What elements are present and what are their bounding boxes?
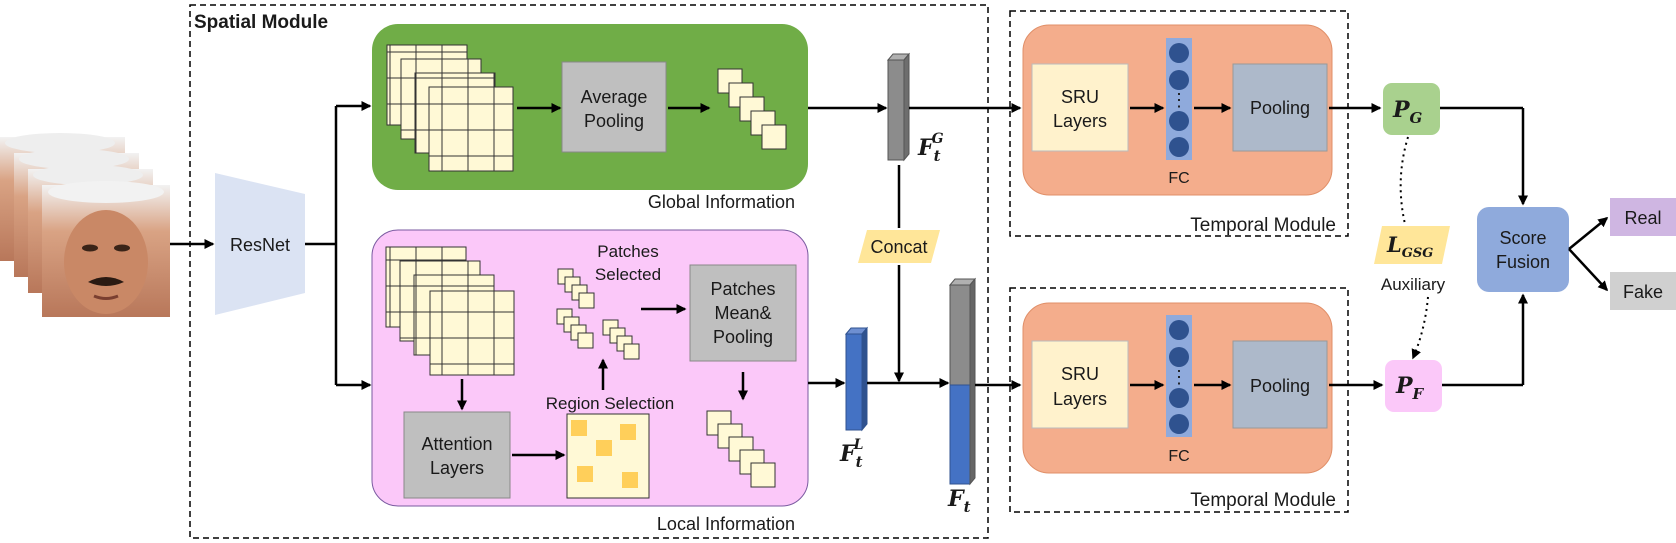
resnet-label: ResNet xyxy=(230,235,290,255)
feature-map-stack xyxy=(386,44,514,172)
fake-box xyxy=(1610,272,1676,310)
face xyxy=(64,210,148,314)
region-selection-label: Region Selection xyxy=(546,394,675,413)
attention-map xyxy=(566,413,650,499)
sru-layers-box-bottom xyxy=(1031,340,1129,429)
pooling-label-bottom: Pooling xyxy=(1250,376,1310,396)
auxiliary-label: Auxiliary xyxy=(1381,275,1446,294)
score-fusion-label-2: Fusion xyxy=(1496,252,1550,272)
pooled-patches-stack xyxy=(706,410,776,488)
video-frame xyxy=(42,181,170,317)
score-fusion-box xyxy=(1477,207,1569,292)
fc-layer-top: ⋮ xyxy=(1166,38,1192,160)
temporal-module-bottom-title: Temporal Module xyxy=(1190,490,1336,511)
global-feature-bar xyxy=(886,52,911,162)
sru-layers-label-bottom: SRU xyxy=(1061,364,1099,384)
patches-mean-pooling-label: Patches xyxy=(710,279,775,299)
concat-label: Concat xyxy=(870,237,927,257)
patches-mean-pooling-label-3: Pooling xyxy=(713,327,773,347)
pg-box xyxy=(1383,83,1440,135)
svg-text:⋮: ⋮ xyxy=(1170,90,1188,110)
pg-label: PG xyxy=(1392,97,1423,127)
global-information-caption: Global Information xyxy=(648,192,795,212)
global-feature-label: FtG xyxy=(917,131,944,165)
connectors xyxy=(170,101,1609,460)
pooled-feature-stack xyxy=(717,68,787,150)
patches-mean-pooling-label-2: Mean& xyxy=(714,303,771,323)
fc-layer-bottom: ⋮ xyxy=(1166,315,1192,437)
real-box xyxy=(1610,198,1676,236)
patches-selected-label-2: Selected xyxy=(595,265,661,284)
average-pooling-label-2: Pooling xyxy=(584,111,644,131)
selected-patches xyxy=(556,268,640,360)
pf-box xyxy=(1385,360,1442,412)
local-information-caption: Local Information xyxy=(657,514,795,534)
sru-layers-label-top-2: Layers xyxy=(1053,111,1107,131)
patches-selected-label: Patches xyxy=(597,242,658,261)
score-fusion-label: Score xyxy=(1499,228,1546,248)
local-feature-label: FtL xyxy=(839,437,864,471)
fused-feature-label: Ft xyxy=(947,486,971,516)
sru-layers-label-bottom-2: Layers xyxy=(1053,389,1107,409)
pf-label: PF xyxy=(1395,373,1425,403)
resnet-block xyxy=(215,173,305,315)
feature-map-stack xyxy=(385,246,515,376)
patches-mean-pooling-box xyxy=(689,264,797,362)
spatial-module-title: Spatial Module xyxy=(194,12,328,33)
lgsg-loss-label: LGSG xyxy=(1386,232,1433,261)
sru-layers-label-top: SRU xyxy=(1061,87,1099,107)
local-feature-bar xyxy=(844,326,869,432)
fake-label: Fake xyxy=(1623,282,1663,302)
temporal-module-top-title: Temporal Module xyxy=(1190,215,1336,236)
average-pooling-label: Average xyxy=(581,87,648,107)
fc-label-bottom: FC xyxy=(1168,448,1189,465)
attention-layers-box xyxy=(403,411,511,499)
pooling-label-top: Pooling xyxy=(1250,98,1310,118)
average-pooling-box xyxy=(561,61,667,153)
pooling-box-top xyxy=(1232,63,1328,152)
temporal-module-top-border xyxy=(1009,10,1349,237)
fused-feature-bar xyxy=(948,277,977,486)
temporal-module-bottom-border xyxy=(1009,287,1349,513)
real-label: Real xyxy=(1624,208,1661,228)
pooling-box-bottom xyxy=(1232,340,1328,429)
sru-layers-box-top xyxy=(1031,63,1129,152)
concat-tag xyxy=(858,230,940,263)
attention-layers-label-2: Layers xyxy=(430,458,484,478)
input-video-frames xyxy=(0,133,170,317)
attention-layers-label: Attention xyxy=(421,434,492,454)
fc-label-top: FC xyxy=(1168,170,1189,187)
lgsg-loss-tag xyxy=(1374,226,1450,264)
svg-text:⋮: ⋮ xyxy=(1170,367,1188,387)
spatial-module-border xyxy=(189,4,989,539)
